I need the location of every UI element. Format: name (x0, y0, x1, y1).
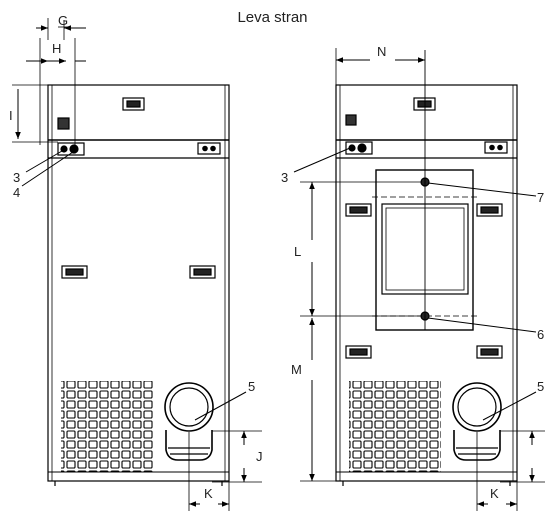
right-handle-r2 (476, 345, 503, 359)
label-7: 7 (537, 190, 544, 205)
dimension-M (300, 315, 422, 482)
right-cabinet-body (335, 84, 518, 482)
leader-7 (427, 182, 537, 197)
left-square-component (57, 117, 70, 130)
left-ventilation-grill (61, 381, 153, 472)
dimension-J (212, 430, 262, 483)
dimension-K (188, 432, 230, 511)
right-ventilation-grill (349, 381, 441, 472)
dimension-K-right (476, 432, 518, 511)
right-handle-l2 (345, 345, 372, 359)
diagram-title-text: Leva stran (237, 9, 308, 26)
right-connector-3 (345, 141, 373, 155)
left-top-handle (122, 97, 145, 111)
label-I: I (9, 108, 13, 123)
dimension-N (335, 48, 425, 85)
label-3-right: 3 (281, 170, 288, 185)
dimension-J-right (500, 430, 545, 483)
label-3-left: 3 (13, 170, 20, 185)
leader-3-left (25, 150, 63, 173)
left-cabinet-body (47, 84, 230, 482)
leader-4-left (21, 151, 74, 187)
dimension-L (300, 181, 422, 316)
right-handle-r1 (476, 203, 503, 217)
right-square-component (345, 114, 357, 126)
right-handle-l1 (345, 203, 372, 217)
leader-5-right (482, 391, 537, 421)
right-connector-right (484, 141, 508, 154)
label-5-right: 5 (537, 379, 544, 394)
leader-6 (427, 317, 537, 333)
left-handle-left (61, 265, 88, 279)
left-handle-right (189, 265, 216, 279)
label-6: 6 (537, 327, 544, 342)
left-view (12, 18, 262, 511)
dimension-I (12, 84, 58, 143)
label-K-right: K (490, 486, 499, 501)
label-M: M (291, 362, 302, 377)
left-connector-3 (57, 142, 85, 156)
label-5-left: 5 (248, 379, 255, 394)
label-K-left: K (204, 486, 213, 501)
right-service-panel (372, 169, 478, 331)
label-L: L (294, 244, 301, 259)
right-top-handle (413, 97, 436, 111)
label-G: G (58, 13, 68, 28)
dimension-H (26, 38, 86, 145)
labels: G H I 3 4 5 J K N 3 7 L 6 M 5 K (9, 13, 544, 501)
diagram-title: Leva stran (0, 9, 545, 26)
left-connector-right (197, 142, 221, 155)
left-exhaust-duct (164, 382, 214, 461)
right-view (293, 48, 545, 511)
label-H: H (52, 41, 61, 56)
leader-5-left (194, 391, 247, 421)
label-N: N (377, 44, 386, 59)
label-J: J (256, 449, 263, 464)
dimension-G (36, 18, 86, 40)
label-4-left: 4 (13, 185, 20, 200)
leader-3-right (293, 147, 351, 173)
